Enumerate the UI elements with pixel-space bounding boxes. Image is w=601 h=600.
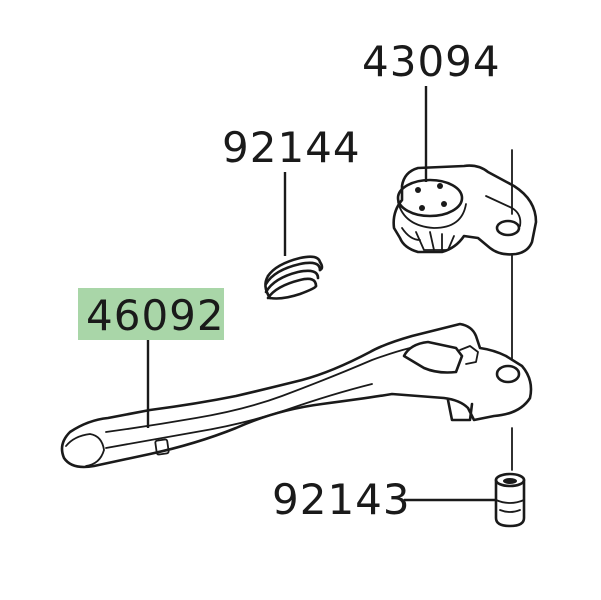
part-number-43094[interactable]: 43094 <box>362 37 501 86</box>
part-46092-group[interactable]: 46092 <box>60 288 533 469</box>
part-92144-group[interactable]: 92144 <box>222 123 361 300</box>
collar-drawing <box>494 472 526 528</box>
part-92143-group[interactable]: 92143 <box>272 427 526 528</box>
lever-drawing <box>60 322 533 469</box>
part-number-46092[interactable]: 46092 <box>86 291 225 340</box>
part-43094-group[interactable]: 43094 <box>362 37 538 361</box>
part-46092-highlight <box>78 288 224 340</box>
spring-drawing <box>264 255 324 300</box>
part-number-92144[interactable]: 92144 <box>222 123 361 172</box>
bracket-drawing <box>392 149 538 361</box>
part-number-92143[interactable]: 92143 <box>272 475 411 524</box>
